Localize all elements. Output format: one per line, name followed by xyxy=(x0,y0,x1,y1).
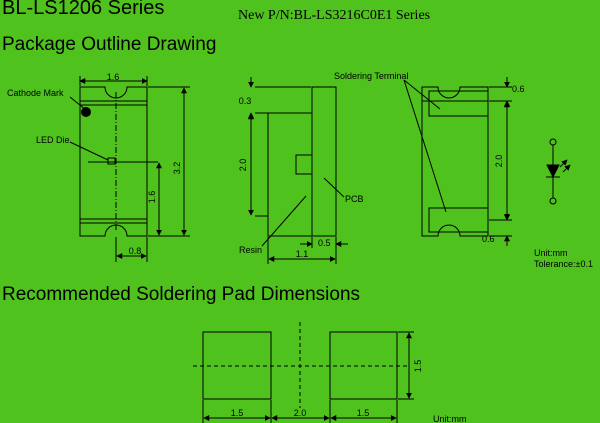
side-dim-thickness: 0.5 xyxy=(318,238,331,248)
series-title: BL-LS1206 Series xyxy=(2,0,165,19)
unit-note: Unit:mm xyxy=(534,248,568,258)
part-number: New P/N:BL-LS3216C0E1 Series xyxy=(238,8,431,23)
resin-label: Resin xyxy=(239,245,262,255)
top-view xyxy=(69,76,190,262)
top-dim-width: 1.6 xyxy=(107,72,120,82)
pad-dim-right: 1.5 xyxy=(357,408,370,418)
pad-diagram xyxy=(193,322,414,423)
pcb-label: PCB xyxy=(345,194,364,204)
pad-unit-note: Unit:mm xyxy=(433,414,467,423)
side-die xyxy=(295,154,313,175)
tolerance-note: Tolerance:±0.1 xyxy=(534,259,593,269)
top-dim-half-length: 1.6 xyxy=(147,191,157,204)
diode-triangle xyxy=(546,164,560,179)
pad-heading: Recommended Soldering Pad Dimensions xyxy=(2,284,361,305)
side-dim-width: 1.1 xyxy=(296,249,309,259)
pad-dim-gap: 2.0 xyxy=(294,408,307,418)
cathode-mark-dot xyxy=(81,107,91,117)
terminal-bottom xyxy=(428,207,489,233)
top-dim-bottom: 0.8 xyxy=(129,246,142,256)
cathode-mark-label: Cathode Mark xyxy=(7,88,64,98)
top-view-body xyxy=(79,86,148,237)
outline-heading: Package Outline Drawing xyxy=(2,34,217,55)
bottom-dim-middle: 2.0 xyxy=(494,155,504,168)
cathode-terminal xyxy=(549,197,557,205)
resin-body xyxy=(267,112,312,237)
pcb-body xyxy=(311,86,337,237)
soldering-terminal-label: Soldering Terminal xyxy=(334,71,408,81)
bottom-dim-bottom: 0.6 xyxy=(482,234,495,244)
pad-dim-left: 1.5 xyxy=(231,408,244,418)
anode-terminal xyxy=(549,138,557,146)
led-schematic-symbol xyxy=(546,138,571,205)
led-die-label: LED Die xyxy=(36,135,70,145)
top-dim-length: 3.2 xyxy=(172,162,182,175)
bottom-view xyxy=(403,77,512,246)
pad-dim-height: 1.5 xyxy=(413,360,423,373)
side-dim-top: 0.3 xyxy=(239,96,252,106)
bottom-dim-top: 0.6 xyxy=(512,84,525,94)
side-dim-height: 2.0 xyxy=(238,159,248,172)
side-view xyxy=(248,77,348,264)
bottom-view-body xyxy=(421,86,489,237)
led-die-square xyxy=(107,157,116,165)
terminal-top xyxy=(428,90,489,117)
